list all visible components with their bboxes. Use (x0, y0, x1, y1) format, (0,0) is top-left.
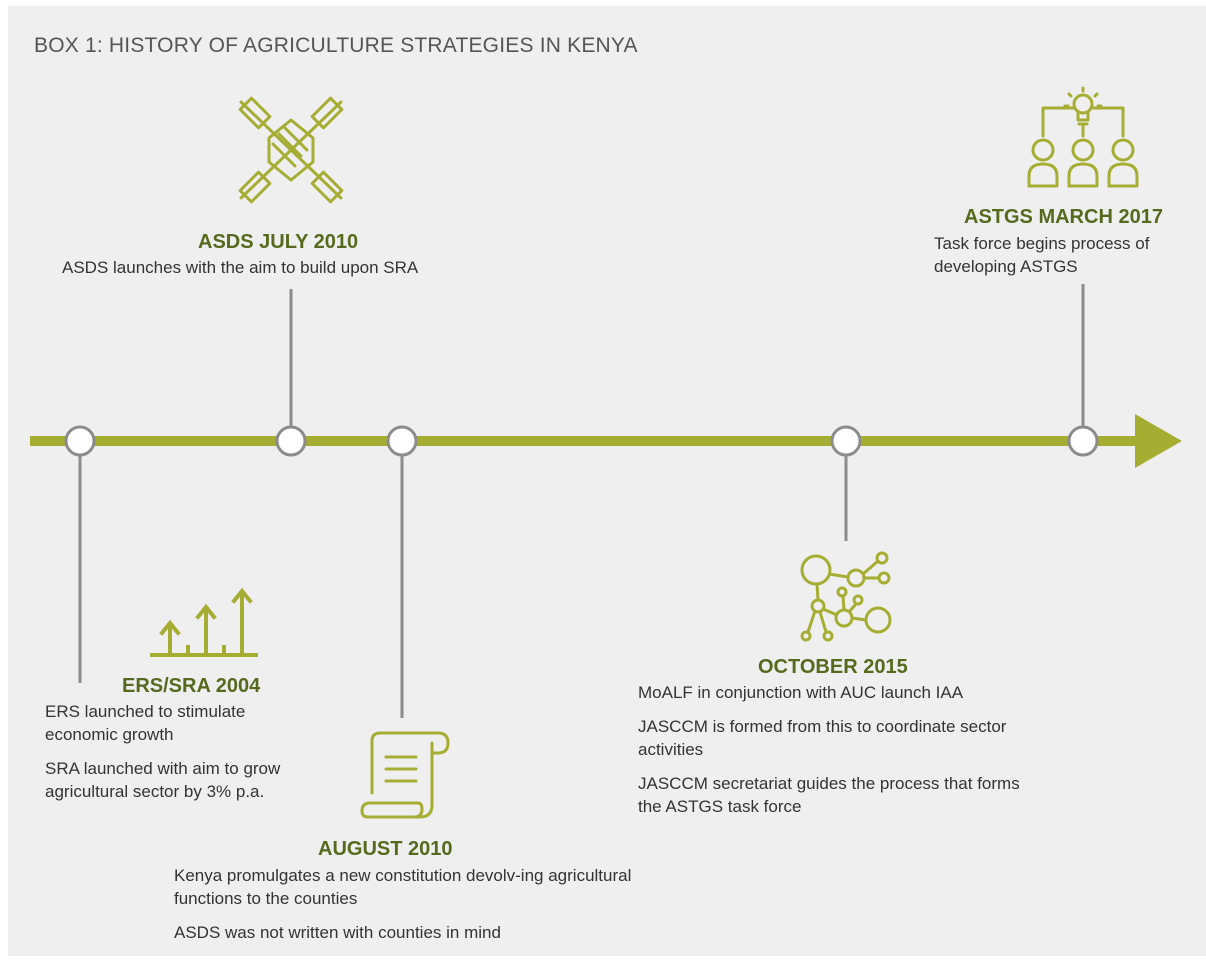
event-title-ers-sra-2004: ERS/SRA 2004 (122, 675, 261, 697)
event-text-october-2015: MoALF in conjunction with AUC launch IAA… (638, 681, 1048, 829)
event-line: ERS launched to stimulate economic growt… (45, 702, 246, 744)
marker-asds-july-2010 (275, 425, 307, 457)
history-box (8, 6, 1206, 956)
event-line: JASCCM is formed from this to coordinate… (638, 717, 1007, 759)
scroll-document-icon (360, 731, 450, 819)
marker-ers-sra-2004 (64, 425, 96, 457)
event-title-astgs-march-2017: ASTGS MARCH 2017 (964, 206, 1163, 228)
box-title: BOX 1: HISTORY OF AGRICULTURE STRATEGIES… (34, 34, 638, 57)
event-text-august-2010: Kenya promulgates a new constitution dev… (174, 864, 644, 955)
event-line: JASCCM secretariat guides the process th… (638, 774, 1020, 816)
team-idea-icon (1027, 86, 1139, 188)
event-text-astgs-march-2017: Task force begins process of developing … (934, 232, 1204, 289)
growth-arrows-icon (150, 587, 258, 657)
event-line: Task force begins process of developing … (934, 234, 1150, 276)
event-line: MoALF in conjunction with AUC launch IAA (638, 683, 964, 702)
event-text-ers-sra-2004: ERS launched to stimulate economic growt… (45, 700, 315, 814)
event-title-october-2015: OCTOBER 2015 (758, 656, 908, 678)
network-nodes-icon (800, 551, 892, 642)
marker-astgs-march-2017 (1067, 425, 1099, 457)
event-line: Kenya promulgates a new constitution dev… (174, 866, 632, 908)
marker-october-2015 (830, 425, 862, 457)
event-title-asds-july-2010: ASDS JULY 2010 (198, 231, 359, 253)
event-line: SRA launched with aim to grow agricultur… (45, 759, 281, 801)
handshake-icon (238, 96, 344, 204)
timeline-arrow-head (1135, 414, 1182, 468)
event-text-asds-july-2010: ASDS launches with the aim to build upon… (62, 256, 542, 290)
timeline-axis (30, 436, 1145, 446)
event-title-august-2010: AUGUST 2010 (318, 838, 453, 860)
event-line: ASDS was not written with counties in mi… (174, 923, 501, 942)
event-line: ASDS launches with the aim to build upon… (62, 258, 419, 277)
marker-august-2010 (386, 425, 418, 457)
